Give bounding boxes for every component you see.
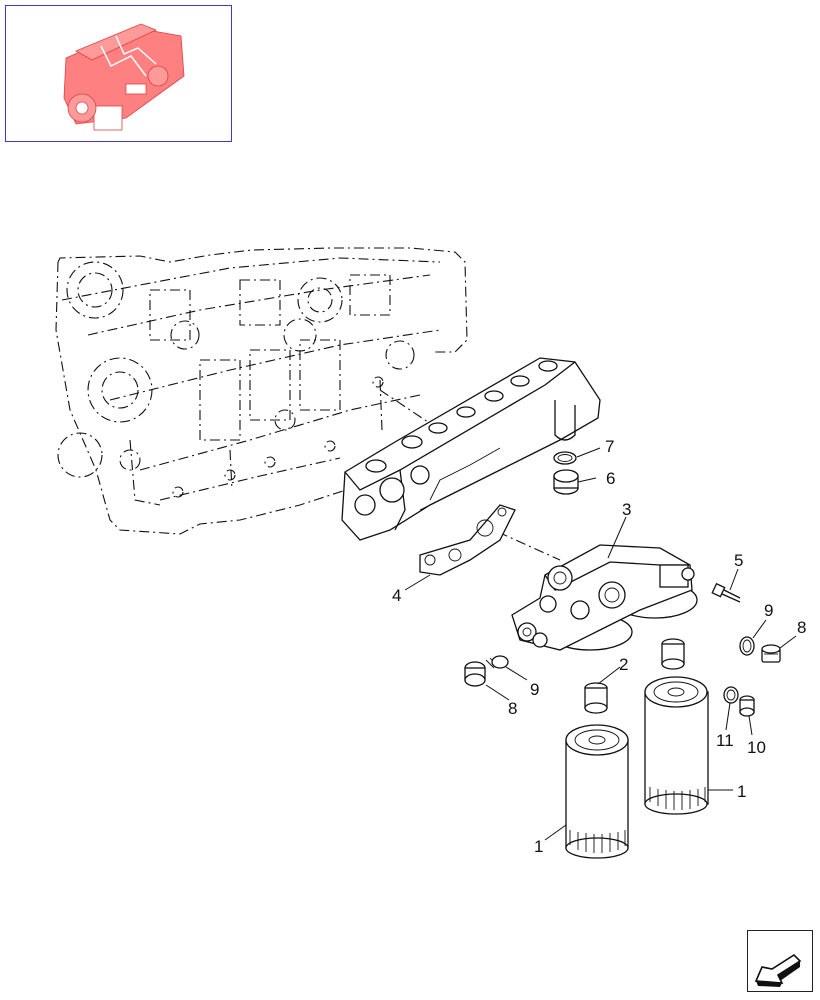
engine-block [55, 247, 468, 535]
next-page-button[interactable] [747, 930, 813, 992]
callout-5: 5 [734, 551, 743, 570]
screw [711, 582, 741, 603]
plug [553, 469, 579, 495]
seal-ring [553, 451, 577, 465]
callout-8: 8 [508, 699, 517, 718]
oil-filter-left [565, 724, 629, 859]
callout-8: 8 [797, 618, 806, 637]
plug-right [761, 644, 781, 663]
callout-7: 7 [605, 437, 614, 456]
callout-9: 9 [530, 680, 539, 699]
drain-plug [739, 695, 755, 717]
callout-10: 10 [747, 738, 766, 757]
page-arrow-icon [754, 953, 802, 987]
engine-thumbnail[interactable] [5, 5, 232, 142]
callout-1: 1 [737, 782, 746, 801]
callouts: 1 1 2 3 4 5 6 7 8 8 9 9 10 11 [392, 437, 806, 856]
oil-filter-right [644, 676, 709, 815]
washer-left [491, 655, 509, 669]
gasket [419, 504, 516, 576]
plug-left [464, 657, 498, 687]
callout-11: 11 [716, 731, 734, 750]
callout-3: 3 [622, 500, 631, 519]
seal-washer [723, 686, 739, 704]
callout-2: 2 [619, 655, 628, 674]
callout-6: 6 [606, 469, 615, 488]
nipple [584, 638, 685, 714]
callout-1: 1 [534, 837, 543, 856]
callout-4: 4 [392, 586, 401, 605]
washer [739, 636, 755, 656]
callout-9: 9 [764, 601, 773, 620]
centerline [497, 531, 561, 561]
oil-cooler-assembly [341, 357, 601, 541]
filter-head [511, 544, 698, 651]
engine-thumbnail-icon [63, 23, 185, 131]
leader-lines [404, 447, 797, 841]
